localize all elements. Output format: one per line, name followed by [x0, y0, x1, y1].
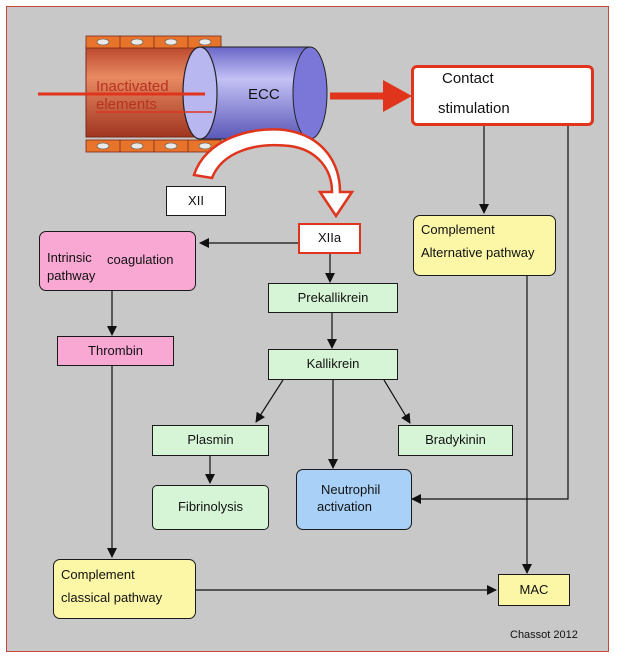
alternative-pathway-label: Alternative pathway: [421, 245, 535, 260]
complement-alternative-box: Complement Alternative pathway: [413, 215, 556, 276]
contact-stimulation-box: Contact stimulation: [411, 65, 594, 126]
connectors: [107, 126, 569, 595]
vessel-cells-bottom: [85, 139, 222, 153]
vessel-cells-top: [85, 35, 222, 49]
coagulation-label: coagulation: [107, 252, 174, 267]
elements-label: elements: [96, 96, 157, 113]
xii-box: XII: [166, 186, 226, 216]
arrow-contact-to-neutrophil: [411, 126, 569, 504]
intrinsic-label: Intrinsic: [47, 250, 92, 265]
thrombin-box: Thrombin: [57, 336, 174, 366]
inactivated-label: Inactivated: [96, 78, 169, 95]
curved-activation-arrow: [192, 128, 355, 219]
complement-alt-label: Complement: [421, 222, 495, 237]
prekallikrein-box: Prekallikrein: [268, 283, 398, 313]
ecc-to-contact-arrow: [330, 80, 412, 112]
neutrophil-label: Neutrophil: [321, 482, 381, 497]
kallikrein-box: Kallikrein: [268, 349, 398, 380]
mac-box: MAC: [498, 574, 570, 606]
classical-pathway-label: classical pathway: [61, 590, 163, 605]
xiia-box: XIIa: [298, 223, 361, 254]
ecc-label: ECC: [248, 86, 280, 103]
arrow-kallikrein-to-plasmin: [255, 379, 284, 423]
fibrinolysis-box: Fibrinolysis: [152, 485, 269, 530]
arrow-kallikrein-to-bradykinin: [383, 379, 411, 424]
stimulation-label: stimulation: [438, 100, 510, 117]
complement-classical-label: Complement: [61, 567, 135, 582]
bradykinin-box: Bradykinin: [398, 425, 513, 456]
complement-classical-box: Complement classical pathway: [53, 559, 196, 619]
activation-label: activation: [317, 499, 372, 514]
credit-label: Chassot 2012: [510, 629, 578, 641]
plasmin-box: Plasmin: [152, 425, 269, 456]
intrinsic-pathway-box: Intrinsic coagulation pathway: [39, 231, 196, 291]
pathway-label: pathway: [47, 268, 96, 283]
contact-label: Contact: [442, 70, 494, 87]
neutrophil-activation-box: Neutrophil activation: [296, 469, 412, 530]
